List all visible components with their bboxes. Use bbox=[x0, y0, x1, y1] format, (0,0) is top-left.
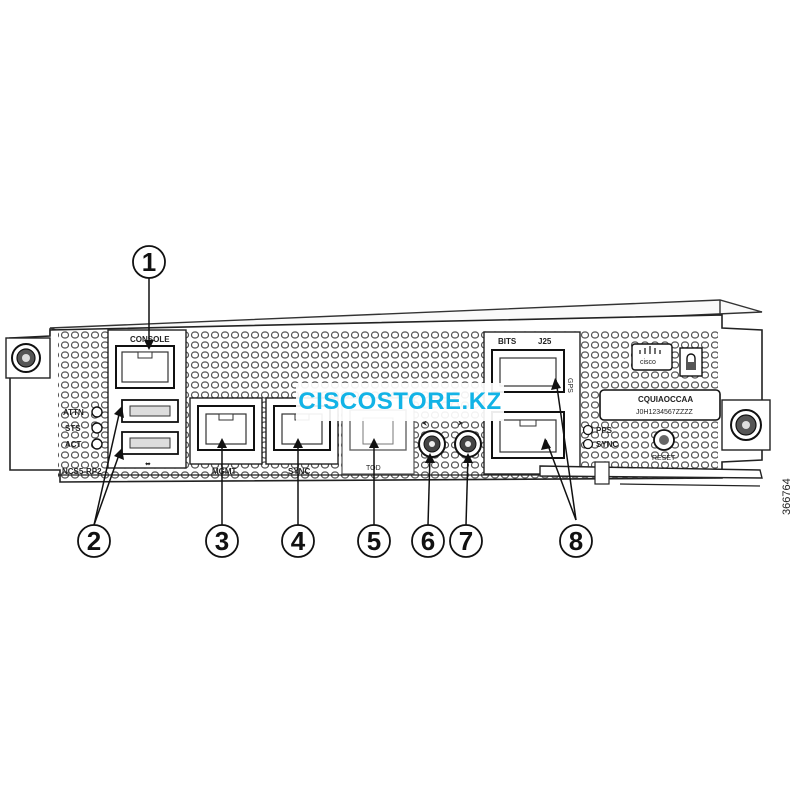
svg-text:⮜: ⮜ bbox=[422, 420, 427, 427]
callout-4: 4 bbox=[281, 524, 315, 558]
svg-text:3: 3 bbox=[215, 526, 229, 556]
model-label: NCS5-RP2 bbox=[62, 467, 102, 476]
left-captive-screw bbox=[5, 337, 51, 379]
callout-6: 6 bbox=[411, 524, 445, 558]
reset-label: RESET bbox=[652, 455, 676, 462]
bits-label: BITS bbox=[498, 337, 517, 346]
serial-line-2: J0H1234567ZZZZ bbox=[636, 409, 694, 416]
status-led-group: ATTN STS ACT NCS5-RP2 bbox=[62, 406, 103, 476]
svg-text:7: 7 bbox=[459, 526, 473, 556]
console-label: CONSOLE bbox=[130, 335, 170, 344]
callout-8: 8 bbox=[559, 524, 593, 558]
svg-text:⬌: ⬌ bbox=[145, 461, 151, 468]
callout-1: 1 bbox=[132, 245, 166, 279]
gps-side-label: GPS bbox=[566, 378, 573, 393]
svg-text:4: 4 bbox=[291, 526, 306, 556]
callout-7: 7 bbox=[449, 524, 483, 558]
callout-3: 3 bbox=[205, 524, 239, 558]
callout-2: 2 bbox=[77, 524, 111, 558]
pps-sync-leds: PPS SYNC bbox=[582, 424, 618, 450]
svg-text:⮞: ⮞ bbox=[458, 420, 463, 427]
coax-connector-2: ⮞ bbox=[454, 420, 482, 458]
led-label-sts: STS bbox=[65, 424, 81, 433]
branding-area: cisco CQUIAOCCAA J0H1234567ZZZZ bbox=[599, 343, 721, 421]
console-usb-block: CONSOLE ⬌ bbox=[107, 329, 187, 469]
reset-button: RESET bbox=[652, 429, 676, 462]
sync-label: SYNC bbox=[288, 467, 310, 476]
serial-line-1: CQUIAOCCAA bbox=[638, 395, 693, 404]
watermark-text: CISCOSTORE.KZ bbox=[298, 388, 502, 415]
j25-label: J25 bbox=[538, 337, 552, 346]
sync-led-label: SYNC bbox=[596, 440, 618, 449]
svg-text:1: 1 bbox=[142, 247, 156, 277]
led-label-attn: ATTN bbox=[63, 408, 84, 417]
figure-id: 366764 bbox=[781, 478, 793, 515]
svg-text:5: 5 bbox=[367, 526, 381, 556]
cisco-logo-text: cisco bbox=[640, 359, 656, 366]
callout-5: 5 bbox=[357, 524, 391, 558]
mgmt-label: MGMT bbox=[212, 467, 237, 476]
arrowheads bbox=[114, 340, 561, 463]
ejector-lever bbox=[539, 461, 763, 487]
pps-label: PPS bbox=[596, 426, 613, 435]
svg-text:8: 8 bbox=[569, 526, 583, 556]
svg-text:6: 6 bbox=[421, 526, 435, 556]
led-label-act: ACT bbox=[65, 440, 82, 449]
mgmt-port: MGMT bbox=[189, 397, 263, 476]
leader-lines bbox=[93, 278, 577, 526]
svg-text:2: 2 bbox=[87, 526, 101, 556]
right-captive-screw bbox=[721, 399, 771, 451]
watermark-box: CISCOSTORE.KZ bbox=[296, 383, 504, 421]
